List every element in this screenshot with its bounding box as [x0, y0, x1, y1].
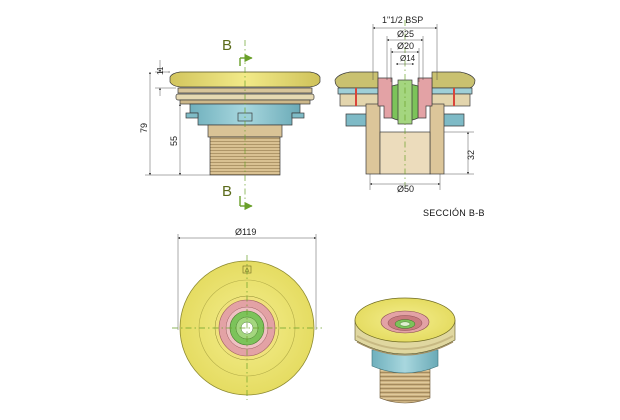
dia-20-label: Ø20 — [397, 41, 414, 51]
dim-11-label: 11 — [156, 66, 165, 75]
section-insert-left — [377, 77, 393, 119]
dia-25-label: Ø25 — [397, 29, 414, 39]
flange-top — [169, 71, 321, 88]
top-view: Ø119 — [172, 227, 322, 400]
thread-dimension-label: 1"1/2 BSP — [382, 15, 423, 25]
section-flange-left — [334, 71, 379, 89]
dim-55-label: 55 — [169, 136, 179, 146]
dim-79-label: 79 — [139, 123, 149, 133]
section-label-top: B — [222, 37, 232, 54]
iso-view — [354, 297, 456, 404]
section-body-right — [429, 103, 445, 175]
front-elevation: B B 11 79 55 — [139, 37, 321, 211]
section-caption: SECCIÓN B-B — [423, 208, 485, 218]
section-flange-right — [431, 71, 476, 89]
dia-14-label: Ø14 — [400, 54, 416, 63]
section-view: 1"1/2 BSP Ø25 Ø20 Ø14 Ø50 32 SECCIÓN B-B — [334, 15, 485, 218]
section-insert-right — [417, 77, 433, 119]
dia-50-label: Ø50 — [397, 184, 414, 194]
section-body-left — [365, 103, 381, 175]
section-label-bottom: B — [222, 183, 232, 200]
dia-119-label: Ø119 — [235, 227, 256, 237]
dim-32-label: 32 — [466, 150, 476, 160]
threaded-body — [209, 136, 281, 176]
